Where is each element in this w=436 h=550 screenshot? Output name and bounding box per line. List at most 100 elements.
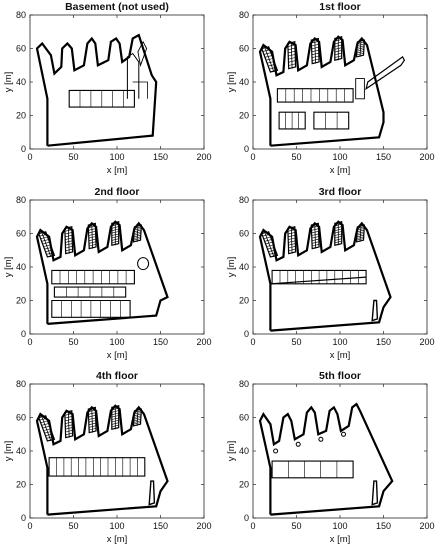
wing-room-wall [65,234,73,238]
wing-room-wall [267,61,275,64]
wing-room-wall [356,47,364,50]
y-tick-label: 80 [239,195,249,205]
x-tick-label: 50 [68,521,78,531]
wing-room-wall [111,240,119,244]
panel-title: 4th floor [96,370,138,382]
wing-room-wall [88,233,96,236]
x-axis-label: x [m] [330,534,351,545]
x-axis-label: x [m] [107,350,128,361]
y-tick-label: 40 [16,262,26,272]
wing-room-wall [356,53,364,56]
wing-room-wall [311,241,319,244]
wing-room-wall [334,226,342,229]
x-tick-label: 50 [68,152,78,162]
wing-corridor [91,409,93,433]
wing-room-wall [134,226,142,229]
skylight [341,431,346,437]
wing-room-wall [133,417,141,420]
wing-room-wall [42,425,50,429]
y-tick-label: 80 [239,10,249,20]
skylight [318,436,324,442]
y-tick-label: 60 [16,413,26,423]
wing-room-wall [88,425,96,428]
wing-room-wall [266,58,274,61]
wing-room-wall [88,231,96,234]
room-block [313,111,350,130]
wing-outline [132,408,143,427]
y-tick-label: 20 [239,111,249,121]
x-tick-label: 150 [153,337,168,347]
y-axis-label: y [m] [226,72,237,93]
floor-plan [35,33,158,147]
building-outline [35,33,158,147]
wing-room-wall [356,49,364,52]
wing-room-wall [287,232,296,235]
floor-plan [258,402,394,516]
wing-outline [287,41,297,70]
wing-corridor [290,228,293,254]
x-tick-label: 200 [419,152,434,162]
wing-room-wall [111,420,119,423]
wing-corridor [91,225,93,249]
skylight [273,448,279,454]
wing-room-wall [357,229,365,233]
wing-room-wall [263,52,271,55]
x-axis-label: x [m] [107,534,128,545]
panel-title: 2nd floor [95,186,140,198]
wing-room-wall [287,44,295,47]
wing-room-wall [264,239,272,242]
y-tick-label: 0 [244,329,249,339]
wing-room-wall [40,236,48,239]
wing-room-wall [288,237,296,240]
wing-room-wall [42,241,50,245]
y-tick-label: 40 [16,446,26,456]
wing-room-wall [133,234,141,238]
y-tick-label: 60 [239,44,249,54]
wing-room-wall [133,420,141,423]
wing-outline [355,224,366,243]
wing-room-wall [288,248,296,252]
wing-room-wall [312,244,320,247]
y-tick-label: 80 [239,379,249,389]
wing-room-wall [111,231,119,234]
wing-room-wall [133,231,142,234]
stair [148,480,156,506]
wing-corridor [67,412,70,438]
wing-room-wall [133,418,141,422]
floor-plan [258,220,392,332]
wing-room-wall [287,47,296,51]
wing-room-wall [88,412,96,415]
y-tick-label: 80 [16,379,26,389]
wing-room-wall [334,236,342,239]
y-tick-label: 0 [21,513,26,523]
wing-room-wall [269,252,277,255]
wing-room-wall [65,424,73,427]
room-block [276,88,354,103]
wing-corridor [41,417,52,442]
wing-room-wall [46,252,54,255]
room-block [51,269,135,285]
x-tick-label: 0 [27,152,32,162]
wing-room-wall [39,234,47,237]
wing-room-wall [64,416,73,419]
wing-room-wall [288,234,296,238]
wing-room-wall [311,46,319,50]
x-tick-label: 0 [27,521,32,531]
wing-room-wall [312,58,320,61]
y-tick-label: 20 [239,296,249,306]
wing-room-wall [266,244,274,247]
x-tick-label: 50 [291,337,301,347]
y-axis-label: y [m] [3,257,14,278]
wing-room-wall [288,240,296,243]
wing-outline [87,406,97,434]
x-tick-label: 50 [68,337,78,347]
y-tick-label: 20 [16,296,26,306]
wing-room-wall [44,247,52,250]
wing-room-wall [45,433,53,436]
wing-room-wall [311,228,319,231]
wing-room-wall [133,238,141,241]
wing-room-wall [265,241,273,245]
